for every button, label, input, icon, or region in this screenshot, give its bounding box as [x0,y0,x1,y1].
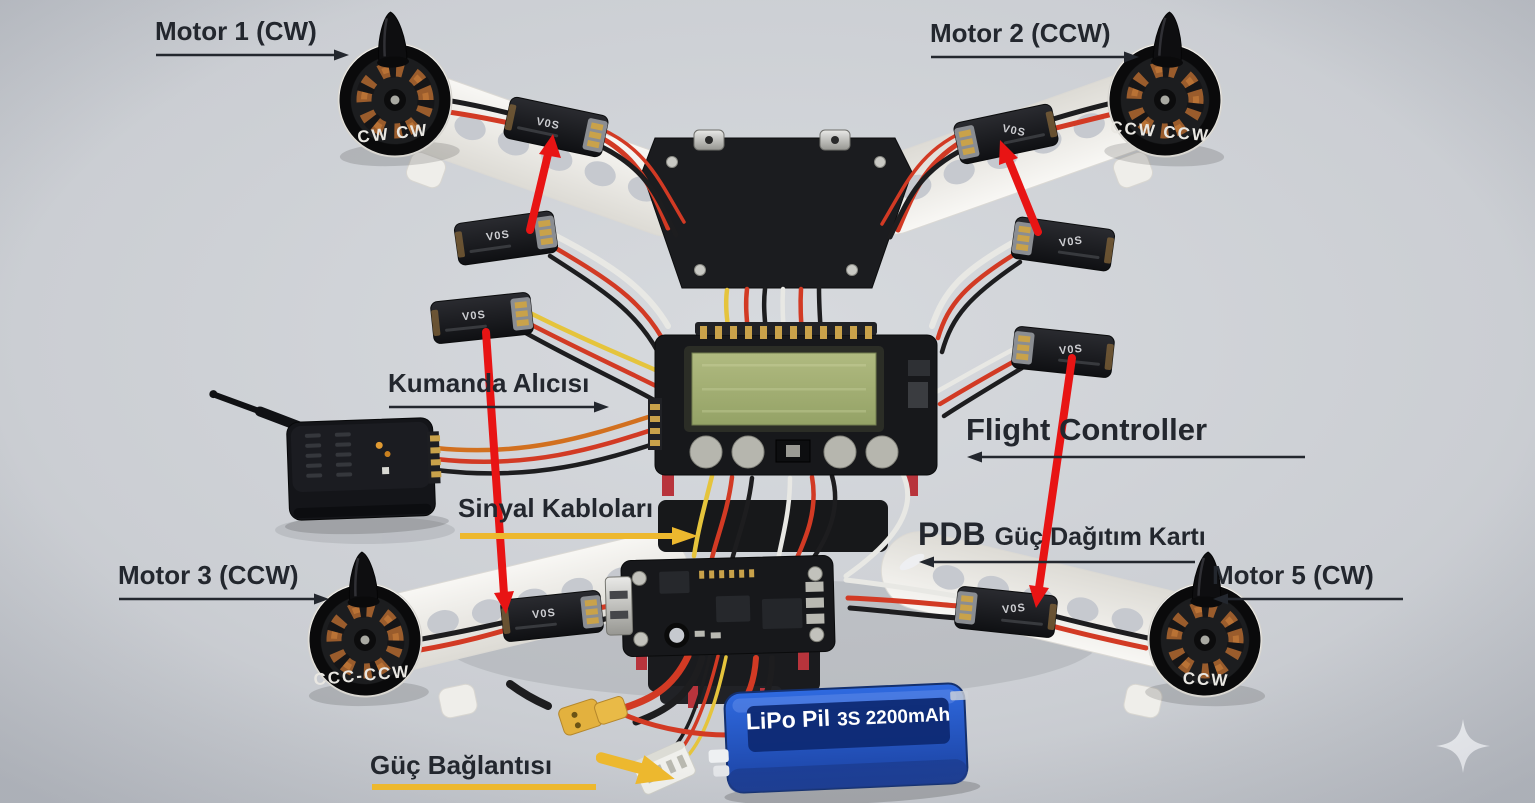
label-signal-wires-text: Sinyal Kabloları [458,493,654,523]
label-pdb: PDB Güç Dağıtım Kartı [918,516,1206,569]
label-motor-3-text: Motor 3 (CCW) [118,560,299,590]
metal-clamp [604,576,634,636]
esc-6-label: V0S [1058,342,1084,358]
power-connection-arrow [596,752,675,785]
flight-controller-board [648,322,938,476]
screw [631,570,647,586]
battery-tab [713,765,730,777]
esc-3-label: V0S [461,308,487,324]
screw [666,156,678,168]
capacitor [689,435,723,469]
label-motor-3: Motor 3 (CCW) [118,560,330,606]
screw [846,264,858,276]
ic-chip [659,571,690,594]
label-pdb-arrow [919,556,1195,568]
label-power-connection-text: Güç Bağlantısı [370,750,553,780]
capacitor [823,435,857,469]
battery-spec: 3S 2200mAh [836,704,951,731]
label-receiver: Kumanda Alıcısı [388,368,610,414]
label-signal-wires-arrow [460,527,698,546]
label-motor-1-text: Motor 1 (CW) [155,16,317,46]
label-motor-5: Motor 5 (CW) [1212,560,1404,606]
screw [809,627,825,643]
label-motor-3-arrow [119,593,329,605]
ic-chip [715,595,751,623]
screw [694,264,706,276]
label-receiver-arrow [389,401,609,413]
label-motor-1: Motor 1 (CW) [155,16,350,62]
capacitor [865,435,899,469]
label-pdb-name: Güç Dağıtım Kartı [994,523,1206,551]
label-power-connection-underline [372,784,596,791]
label-signal-wires: Sinyal Kabloları [458,493,700,547]
esc-7-label: V0S [531,606,557,622]
motor-5-marking: CCW [1182,668,1230,691]
label-flight-controller-text: Flight Controller [966,412,1208,447]
label-motor-2-arrow [931,51,1139,63]
label-power-connection: Güç Bağlantısı [370,750,598,792]
pdb-board [604,555,836,657]
battery-tab [708,749,729,763]
label-receiver-text: Kumanda Alıcısı [388,368,590,398]
label-motor-1-arrow [156,49,349,61]
label-pdb-abbr: PDB [918,516,986,552]
label-motor-2: Motor 2 (CCW) [930,18,1140,64]
label-motor-5-arrow [1213,593,1403,605]
capacitor [731,435,765,469]
mount-hole [664,622,690,648]
label-flight-controller-arrow [967,451,1305,463]
esc-8-label: V0S [1001,601,1027,617]
battery-name: LiPo Pil [745,704,831,735]
top-plate [641,129,913,289]
screw [633,631,649,647]
screw [874,156,886,168]
label-motor-5-text: Motor 5 (CW) [1212,560,1374,590]
screw [807,566,823,582]
label-flight-controller: Flight Controller [966,412,1306,464]
ic-chip [761,598,803,630]
label-motor-2-text: Motor 2 (CCW) [930,18,1111,48]
